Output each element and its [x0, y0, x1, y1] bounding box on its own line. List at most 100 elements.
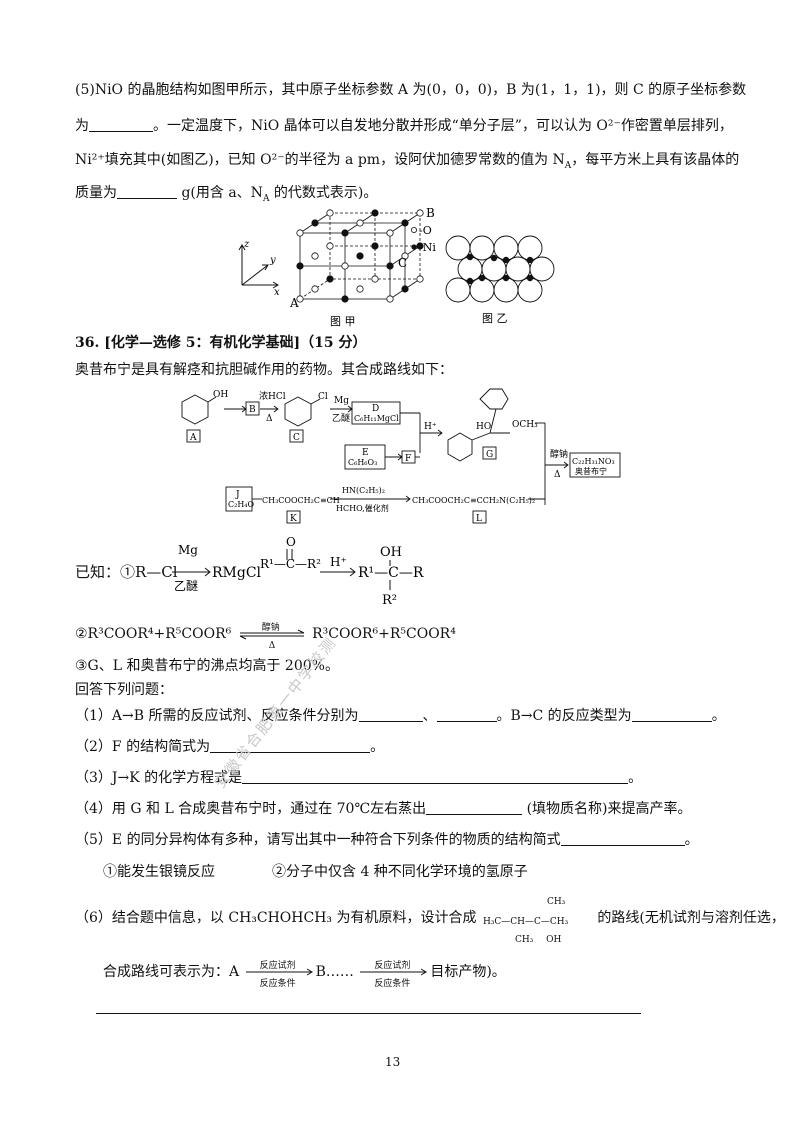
- known-acid: H⁺: [330, 555, 347, 569]
- q4-text-a: （4）用 G 和 L 合成奥昔布宁时，通过在 70℃左右蒸出: [75, 801, 427, 817]
- oh-label: OH: [213, 390, 228, 400]
- reagent-mg: Mg: [334, 396, 349, 406]
- och3-label: OCH₃: [512, 420, 538, 430]
- target-bottom: CH₃ OH: [514, 935, 562, 945]
- q5-text-a: （5）E 的同分异构体有多种，请写出其中一种符合下列条件的物质的结构简式: [75, 832, 561, 848]
- question-2: （2）F 的结构简式为。: [75, 737, 384, 757]
- answer-blank[interactable]: [631, 707, 712, 722]
- target-top-ch3: CH₃: [546, 897, 566, 907]
- figure-a-caption: 图 甲: [330, 315, 356, 328]
- figure-b-caption: 图 乙: [482, 312, 508, 325]
- axis-z-label: z: [243, 239, 250, 250]
- answer-blank[interactable]: [358, 707, 423, 722]
- heat-label: Δ: [266, 414, 273, 424]
- question-4: （4）用 G 和 L 合成奥昔布宁时，通过在 70℃左右蒸出 (填物质名称)来提…: [75, 799, 692, 819]
- reaction-arrow-icon: 反应试剂 反应条件: [244, 961, 316, 989]
- answer-blank[interactable]: [89, 117, 153, 132]
- route-middle: B……: [315, 964, 354, 980]
- known-2-left: ②R³COOR⁴+R⁵COOR⁶: [75, 626, 232, 642]
- route-end: 目标产物)。: [430, 964, 506, 980]
- q2-text-b: 。: [370, 739, 385, 755]
- q36-title: 36. [化学—选修 5：有机化学基础]（15 分）: [75, 335, 367, 351]
- answer-blank[interactable]: [117, 184, 177, 199]
- route-condition: 反应条件: [259, 979, 296, 989]
- condition-1: ①能发生银镜反应: [103, 864, 215, 880]
- compound-j-formula: C₂H₄O: [228, 500, 255, 509]
- reagent-amine: HN(C₂H₅)₂: [342, 486, 385, 495]
- point-b-label: B: [426, 206, 435, 220]
- q35-line4: 质量为 g(用含 a、NA 的代数式表示)。: [75, 183, 377, 209]
- known-2: ②R³COOR⁴+R⁵COOR⁶ 醇钠 Δ R³COOR⁶+R⁵COOR⁴: [75, 623, 456, 651]
- known-3: ③G、L 和奥昔布宁的沸点均高于 200%。: [75, 658, 339, 674]
- q5-text-b: 。: [684, 832, 699, 848]
- known-1-reaction: Mg 乙醚 RMgCl O R¹—C—R² H⁺ OH R¹—C—R R²: [172, 536, 424, 608]
- q35-line3-sub: A: [564, 160, 572, 171]
- compound-k-structure: CH₃COOCH₂C≡CH: [262, 496, 340, 505]
- question-1: （1）A→B 所需的反应试剂、反应条件分别为、。B→C 的反应类型为。: [75, 706, 726, 726]
- q35-line4-mid: g(用含 a、N: [181, 185, 263, 201]
- q35-line4-end: 的代数式表示)。: [269, 185, 378, 201]
- q35-line2: 为 。一定温度下，NiO 晶体可以自发地分散并形成“单分子层”，可以认为 O²⁻作…: [75, 116, 733, 136]
- target-structure: CH₃ H₃C—CH—C—CH₃ CH₃ OH: [481, 897, 593, 945]
- q3-text-b: 。: [628, 770, 643, 786]
- compound-l-label: L: [476, 514, 482, 524]
- condition-2: ②分子中仅含 4 种不同化学环境的氢原子: [272, 864, 528, 880]
- route-format: 合成路线可表示为：A 反应试剂 反应条件 B…… 反应试剂 反应条件 目标产物)…: [103, 961, 506, 989]
- nio-unit-cell-figure: z y x B A C -O -Ni 图 甲: [238, 206, 436, 328]
- known-2-right: R³COOR⁶+R⁵COOR⁴: [312, 626, 456, 642]
- synthesis-scheme: OH B A 浓HCl Δ Cl C Mg 乙醚 D C₆H₁₁MgCl H⁺ …: [181, 388, 621, 524]
- known-1-start: 已知：①R—Cl: [75, 563, 178, 581]
- q35-line2-end: 。一定温度下，NiO 晶体可以自发地分散并形成“单分子层”，可以认为 O²⁻作密…: [153, 118, 733, 134]
- legend-ni-label: -Ni: [419, 241, 436, 254]
- answer-intro: 回答下列问题：: [75, 682, 173, 698]
- point-c-label: C: [398, 256, 407, 270]
- q3-text-a: （3）J→K 的化学方程式是: [75, 770, 243, 786]
- target-main-chain: H₃C—CH—C—CH₃: [482, 917, 569, 927]
- nickel-legend-icon: [411, 244, 417, 250]
- compound-d-label: D: [372, 404, 379, 414]
- q36-intro: 奥昔布宁是具有解痉和抗胆碱作用的药物。其合成路线如下：: [75, 362, 453, 378]
- q6-text-b: 的路线(无机试剂与溶剂任选，: [597, 910, 785, 926]
- heat-label-2: Δ: [554, 470, 561, 480]
- monolayer-figure: 图 乙: [445, 235, 555, 325]
- ho-label: HO: [476, 422, 491, 432]
- known-ether: 乙醚: [174, 579, 198, 593]
- known-product-oh: OH: [380, 545, 402, 560]
- known-product-r2: R²: [382, 593, 397, 608]
- sodium-alkoxide-label: 醇钠: [550, 448, 568, 460]
- q35-line3-text: Ni²⁺填充其中(如图乙)，已知 O²⁻的半径为 a pm，设阿伏加德罗常数的值…: [75, 152, 565, 168]
- compound-a-label: A: [189, 433, 197, 443]
- product-formula: C₂₂H₃₁NO₃: [572, 457, 615, 466]
- cl-label: Cl: [318, 392, 328, 402]
- page-number: 13: [385, 1055, 401, 1069]
- reaction-arrow-icon: 反应试剂 反应条件: [358, 961, 430, 989]
- axes-icon: [238, 244, 279, 289]
- q1-text-d: 。: [711, 708, 726, 724]
- question-6: （6）结合题中信息，以 CH₃CHOHCH₃ 为有机原料，设计合成 CH₃ H₃…: [75, 897, 785, 945]
- q35-line2-start: 为: [75, 118, 89, 134]
- known-ketone-o: O: [286, 536, 296, 549]
- answer-line[interactable]: [96, 1013, 641, 1014]
- known-mg: Mg: [178, 543, 198, 557]
- compound-g-label: G: [486, 450, 493, 460]
- compound-b-label: B: [249, 405, 256, 415]
- compound-f-label: F: [405, 454, 411, 464]
- known-product: R¹—C—R: [358, 565, 424, 581]
- answer-blank[interactable]: [242, 769, 629, 784]
- answer-blank[interactable]: [436, 707, 497, 722]
- q35-line4-start: 质量为: [75, 185, 117, 201]
- q1-text-b: 、: [422, 708, 437, 724]
- compound-e-label: E: [362, 448, 369, 458]
- question-5: （5）E 的同分异构体有多种，请写出其中一种符合下列条件的物质的结构简式 。: [75, 830, 699, 850]
- answer-blank[interactable]: [560, 831, 685, 846]
- answer-blank[interactable]: [426, 800, 523, 815]
- compound-d-formula: C₆H₁₁MgCl: [354, 414, 399, 423]
- compound-c-label: C: [293, 433, 300, 443]
- axis-y-label: y: [269, 255, 276, 266]
- route-condition-2: 反应条件: [374, 979, 411, 989]
- compound-e-formula: C₆H₆O₃: [348, 458, 377, 467]
- acid-label: H⁺: [424, 422, 437, 432]
- answer-blank[interactable]: [210, 738, 371, 753]
- q35-line3: Ni²⁺填充其中(如图乙)，已知 O²⁻的半径为 a pm，设阿伏加德罗常数的值…: [75, 150, 739, 176]
- known-ketone: R¹—C—R²: [260, 557, 321, 571]
